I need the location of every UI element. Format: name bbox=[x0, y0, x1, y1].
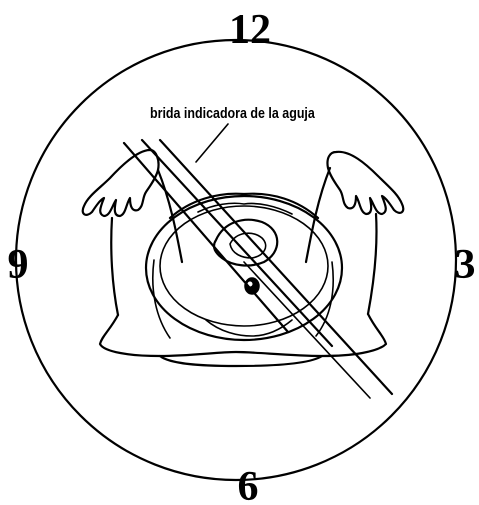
pelvis-outline bbox=[146, 196, 342, 340]
patient-outline bbox=[83, 150, 404, 366]
needle-line-2 bbox=[160, 140, 392, 394]
abdomen-fold bbox=[198, 203, 292, 214]
clock-label-9: 9 bbox=[8, 242, 29, 288]
needle-flange-label: brida indicadora de la aguja bbox=[150, 105, 315, 121]
needle-shaft bbox=[244, 262, 370, 398]
right-leg bbox=[306, 168, 377, 314]
right-foot bbox=[327, 152, 403, 214]
clock-label-12: 12 bbox=[229, 7, 271, 53]
needle-line-1 bbox=[124, 143, 288, 332]
clock-label-3: 3 bbox=[455, 242, 476, 288]
callout-leader-line bbox=[196, 124, 228, 162]
left-foot bbox=[83, 150, 159, 216]
buttocks-cleft bbox=[160, 356, 322, 366]
clock-label-6: 6 bbox=[238, 464, 259, 505]
